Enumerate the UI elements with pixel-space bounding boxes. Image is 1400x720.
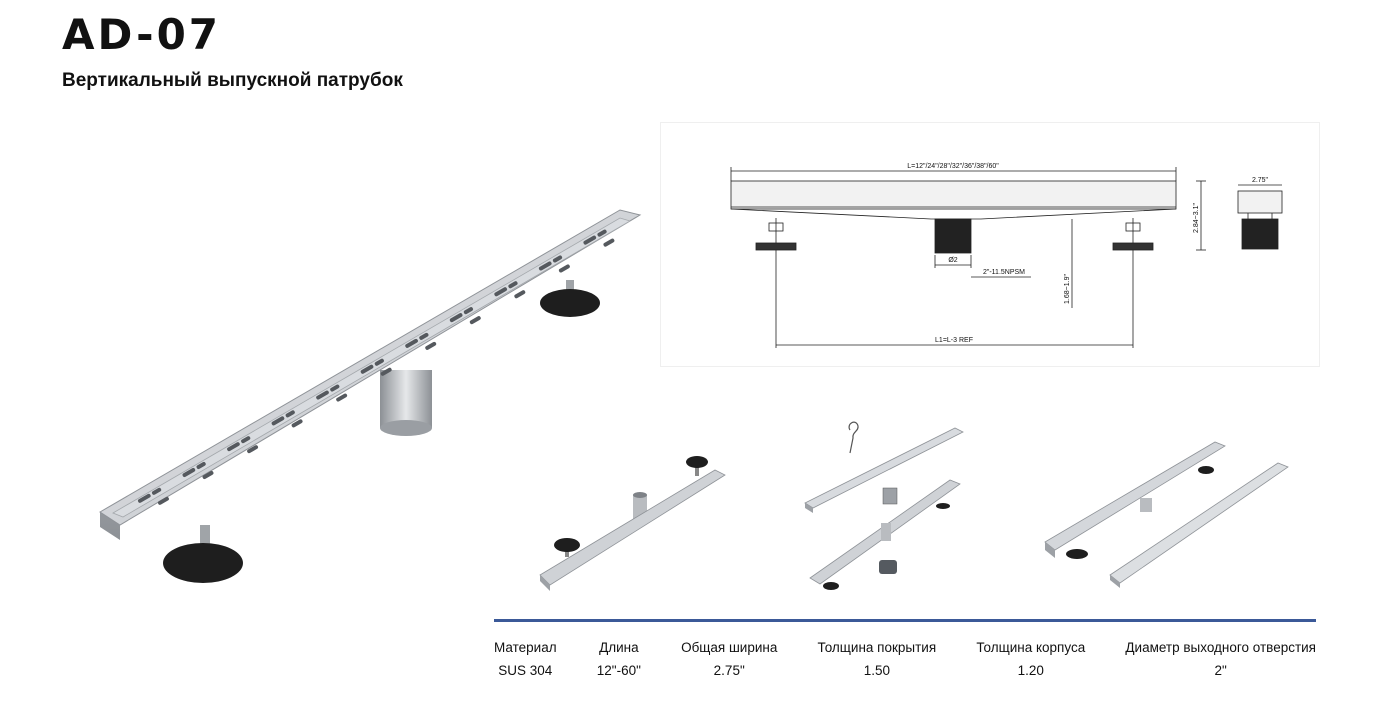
outlet-diameter-dimension: Ø2 xyxy=(948,257,957,264)
exploded-view-image xyxy=(804,421,964,590)
grate-slot xyxy=(552,255,563,263)
grate-slot xyxy=(227,442,240,452)
l1-dimension: L1=L-3 REF xyxy=(935,337,973,344)
grate-slot xyxy=(514,290,526,299)
grate-slot xyxy=(419,332,429,340)
total-height-dimension: 2.84~3.1" xyxy=(1193,203,1200,233)
grate-slot xyxy=(138,493,151,503)
grate-slot xyxy=(463,307,474,315)
spec-total-width: Общая ширина 2.75" xyxy=(681,640,777,678)
grate-slot xyxy=(538,261,552,271)
spec-label: Материал xyxy=(494,640,557,655)
product-subtitle: Вертикальный выпускной патрубок xyxy=(62,70,403,91)
spec-label: Длина xyxy=(599,640,639,655)
spec-value: 2.75" xyxy=(713,663,745,678)
grate-slot xyxy=(405,338,418,348)
grate-slot xyxy=(241,436,251,444)
grate-slot xyxy=(202,471,214,480)
spec-label: Общая ширина xyxy=(681,640,778,655)
product-model: AD-07 xyxy=(62,10,222,59)
grate-slot xyxy=(603,238,615,247)
spec-value: SUS 304 xyxy=(498,663,553,678)
grate-slot xyxy=(158,496,169,505)
grate-slot xyxy=(336,393,348,402)
spec-value: 2" xyxy=(1214,663,1227,678)
grate-slot xyxy=(285,410,295,418)
grate-slot xyxy=(360,364,374,374)
grate-slot xyxy=(469,316,481,325)
spec-label: Толщина покрытия xyxy=(817,640,937,655)
grate-slot xyxy=(271,416,285,426)
grate-slot xyxy=(374,358,384,366)
channel-with-legs-image xyxy=(539,456,726,591)
spec-label: Диаметр выходного отверстия xyxy=(1125,640,1316,655)
grate-slot xyxy=(196,462,206,470)
grate-slot xyxy=(449,313,463,323)
specs-table: Материал SUS 304 Длина 12"-60" Общая шир… xyxy=(494,640,1316,678)
grate-slot xyxy=(182,468,196,478)
hero-drain-image xyxy=(99,209,642,583)
spec-coating-thickness: Толщина покрытия 1.50 xyxy=(818,640,937,678)
grate-slot xyxy=(152,487,162,495)
spec-value: 1.50 xyxy=(863,663,890,678)
grate-slot xyxy=(425,341,437,350)
technical-drawing: L=12"/24"/28"/32"/36"/38"/60" Ø2 2"-11.5… xyxy=(660,122,1320,367)
spec-label: Толщина корпуса xyxy=(976,640,1086,655)
grate-slot xyxy=(316,390,329,400)
grate-slot xyxy=(380,367,392,376)
length-dimension: L=12"/24"/28"/32"/36"/38"/60" xyxy=(907,163,999,170)
grate-slot xyxy=(291,419,303,428)
spec-value: 12"-60" xyxy=(596,663,641,678)
grate-slot xyxy=(508,281,518,289)
grate-slot xyxy=(494,287,508,297)
spec-length: Длина 12"-60" xyxy=(597,640,641,678)
assembled-pair-image xyxy=(1044,441,1289,588)
spec-material: Материал SUS 304 xyxy=(494,640,557,678)
grate-slot xyxy=(597,229,607,237)
grate-slot xyxy=(558,264,570,273)
dimension-drawing: L=12"/24"/28"/32"/36"/38"/60" Ø2 2"-11.5… xyxy=(730,163,1283,348)
spec-outlet-diameter: Диаметр выходного отверстия 2" xyxy=(1125,640,1316,678)
thread-dimension: 2"-11.5NPSM xyxy=(983,269,1025,276)
spec-body-thickness: Толщина корпуса 1.20 xyxy=(976,640,1085,678)
width-dimension: 2.75" xyxy=(1252,177,1269,184)
leg-height-dimension: 1.68~1.9" xyxy=(1064,274,1071,304)
grate-slot xyxy=(330,384,340,392)
specs-divider xyxy=(494,619,1316,622)
spec-value: 1.20 xyxy=(1017,663,1044,678)
grate-slot xyxy=(247,445,259,454)
grate-slot xyxy=(583,235,597,245)
